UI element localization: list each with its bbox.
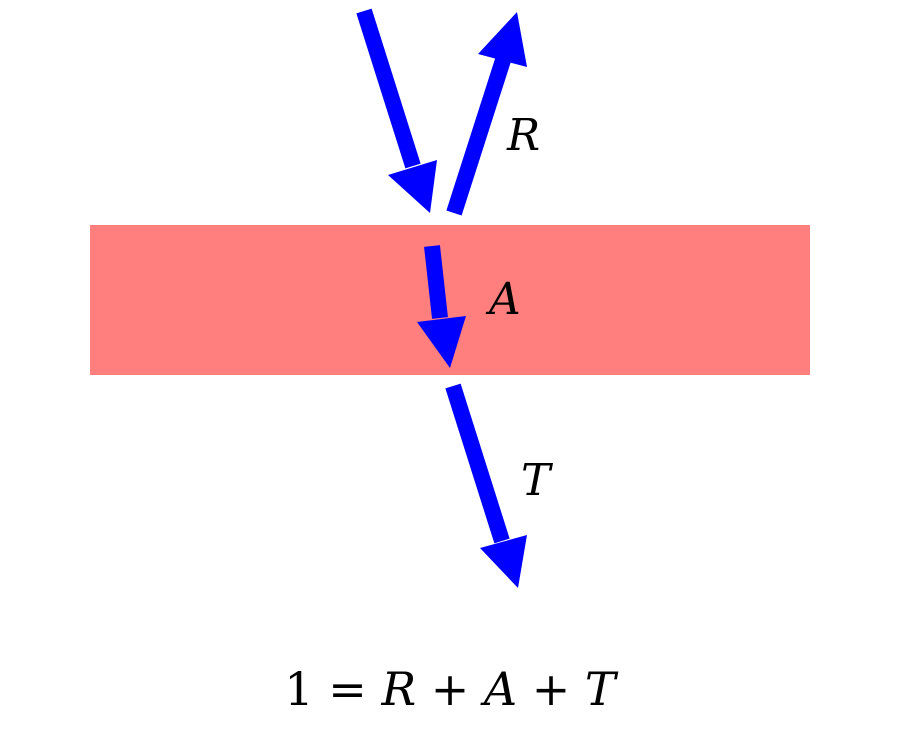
reflected-arrow <box>446 12 527 216</box>
equation-t: T <box>585 662 619 716</box>
equation-r: R <box>380 662 416 716</box>
equation-one: 1 <box>284 662 313 716</box>
transmitted-label: T <box>521 455 554 506</box>
absorbed-arrow <box>417 245 466 368</box>
equation-a: A <box>480 662 517 716</box>
incident-arrow <box>356 8 437 213</box>
equation-plus-1: + <box>416 662 484 716</box>
energy-conservation-equation: 1 = R + A + T <box>284 662 619 716</box>
transmitted-arrow <box>445 383 527 588</box>
equation-plus-2: + <box>517 662 585 716</box>
reflected-label: R <box>506 110 540 161</box>
equation-equals: = <box>314 662 382 716</box>
absorbed-label: A <box>485 274 521 325</box>
